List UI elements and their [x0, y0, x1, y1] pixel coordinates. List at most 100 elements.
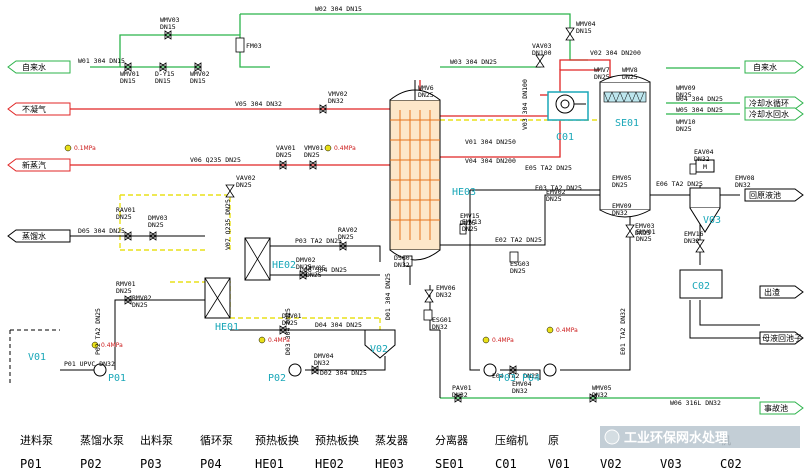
pump-p04	[543, 363, 557, 377]
legend-code-c01: C01	[495, 457, 517, 471]
legend-code-p04: P04	[200, 457, 222, 471]
legend-code-c02: C02	[720, 457, 742, 471]
legend-code-he03: HE03	[375, 457, 404, 471]
p03-line	[270, 245, 381, 262]
stream-tap-water-left: 自来水	[22, 62, 46, 72]
gauge-label-6: 0.4MPa	[556, 327, 578, 334]
valve-vav03	[535, 54, 545, 68]
pipe-label-e06: E06 TA2 DN25	[656, 180, 703, 188]
legend-name-he03: 蒸发器	[375, 433, 408, 447]
valve-rav02	[339, 241, 347, 251]
valve-vav02	[225, 184, 235, 198]
equipment-label-p02: P02	[268, 373, 286, 384]
equipment-label-se01: SE01	[615, 118, 639, 129]
pipe-label-d03: D03 304 DN25	[284, 308, 292, 355]
terminal-tap-water-left	[7, 60, 71, 74]
equipment-label-he01: HE01	[215, 322, 239, 333]
plate-exchanger-he02	[244, 237, 271, 281]
stream-discharge: 出渣	[764, 287, 780, 297]
terminal-return-raw	[744, 188, 804, 202]
valve-esg03	[509, 251, 519, 263]
gauge-label-4: 0.4MPa	[268, 337, 290, 344]
equipment-label-p04: P04	[522, 373, 540, 384]
gauge-label-1: 0.1MPa	[74, 145, 96, 152]
legend-name-c01: 压缩机	[495, 433, 528, 447]
stream-return-raw: 回原液池	[749, 190, 781, 200]
valve-vav01	[279, 160, 287, 170]
legend-name-p03: 出料泵	[140, 433, 173, 447]
compressor-c01	[547, 91, 589, 121]
pipe-label-d01: D01 304 DN25	[384, 273, 392, 320]
legend-name-he02: 预热板换	[315, 433, 359, 447]
pipe-label-e01: E01 TA2 DN32	[619, 308, 627, 355]
legend-name-p02: 蒸馏水泵	[80, 433, 124, 447]
valve-wmv03	[164, 30, 172, 40]
legend-code-v02: V02	[600, 457, 622, 471]
flowmeter-fm03	[235, 37, 245, 53]
stream-terminals	[7, 60, 804, 415]
stream-tap-water-right: 自来水	[753, 62, 777, 72]
pipe-label-v07: V07 Q235 DN25	[224, 199, 232, 250]
valve-wmv01	[124, 62, 132, 72]
e01-line	[560, 215, 631, 371]
legend-code-p02: P02	[80, 457, 102, 471]
pipe-label-p03: P03 TA2 DN25	[295, 237, 342, 245]
valve-eav04	[689, 163, 697, 175]
pipe-label-w06: W06 316L DN32	[670, 399, 721, 407]
legend-name-p01: 进料泵	[20, 433, 53, 447]
pipe-label-v03: V03 304 DN100	[521, 79, 529, 130]
stream-mother-liquor: 母液回池子	[762, 333, 802, 343]
pipe-label-d06: D06 304 DN25	[300, 266, 347, 274]
legend-code-v01: V01	[548, 457, 570, 471]
pipe-label-p02: P02 TA2 DN25	[94, 308, 102, 355]
pipe-label-e05: E05 TA2 DN25	[525, 164, 572, 172]
valve-emv01	[625, 224, 635, 238]
valve-dmv01	[279, 325, 287, 335]
pipe-label-w02: W02 304 DN15	[315, 5, 362, 13]
pipe-label-d05: D05 304 DN25	[78, 227, 125, 235]
pipe-label-v02: V02 304 DN200	[590, 49, 641, 57]
v02-line	[559, 59, 611, 80]
p02-line	[114, 299, 205, 370]
pipe-label-w05: W05 304 DN25	[676, 106, 723, 114]
w02-line	[240, 13, 571, 28]
equipment-label-c01: C01	[556, 132, 574, 143]
evaporator-he03	[389, 80, 441, 261]
tank-v01	[9, 329, 60, 385]
terminal-cooling-water	[744, 96, 804, 110]
pressure-gauges: 0.1MPa 0.4MPa 0.4MPa 0.4MPa 0.4MPa 0.4MP…	[64, 144, 578, 349]
pipe-label-d04: D04 304 DN25	[315, 321, 362, 329]
stream-distilled-water: 蒸馏水	[22, 231, 46, 241]
valve-wmv02	[194, 62, 202, 72]
pipe-label-w03: W03 304 DN25	[450, 58, 497, 66]
stream-fresh-steam: 新蒸汽	[22, 160, 46, 170]
e02-line	[430, 194, 600, 246]
d02-line	[305, 356, 386, 371]
equipment-legend: 进料泵P01蒸馏水泵P02出料泵P03循环泵P04预热板换HE01预热板换HE0…	[20, 433, 742, 471]
legend-code-v03: V03	[660, 457, 682, 471]
tank-v02	[364, 329, 396, 359]
valve-vmv02	[319, 104, 327, 114]
pipe-label-w01: W01 304 DN15	[78, 57, 125, 65]
